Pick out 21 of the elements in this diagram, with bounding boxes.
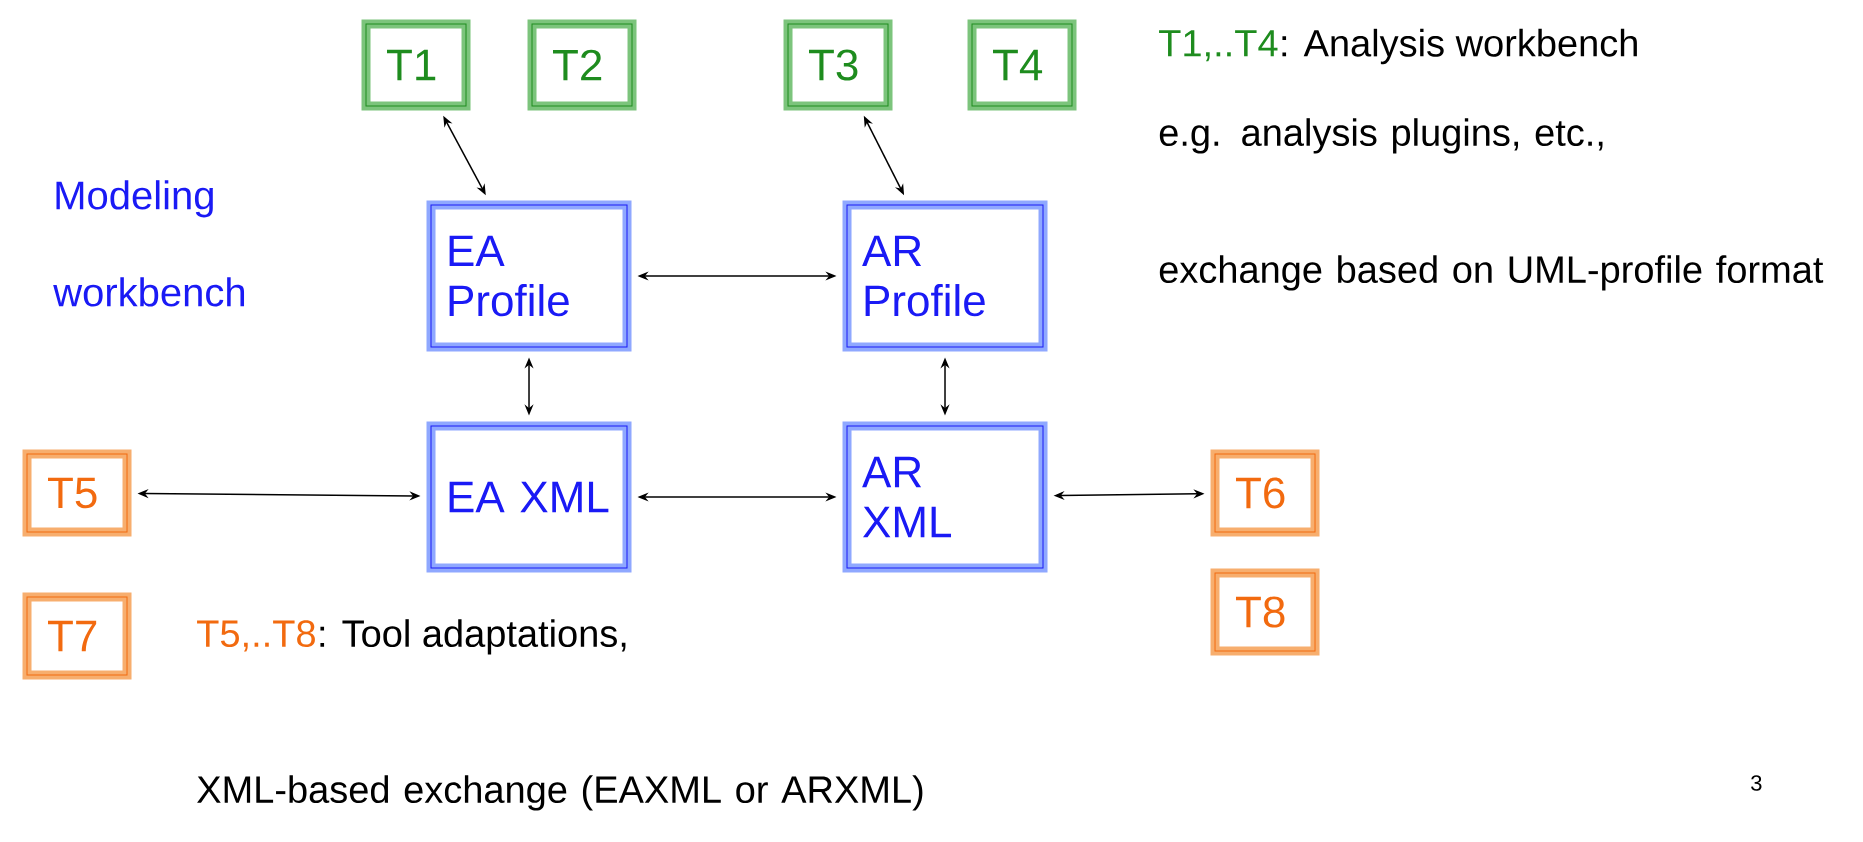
text-label: e.g. analysis plugins, etc., xyxy=(1159,118,1603,154)
text-label: T5,..T8 xyxy=(197,620,315,652)
tool-box: T1 xyxy=(361,19,471,111)
process-box: AR Profile xyxy=(842,200,1048,352)
page-number: 3 xyxy=(1751,775,1762,791)
tool-box: T3 xyxy=(783,19,893,111)
tool-box: T5 xyxy=(22,449,132,537)
tool-box: T2 xyxy=(527,19,637,111)
text-label: exchange based on UML-profile format xyxy=(1159,255,1824,291)
tool-box: T7 xyxy=(22,592,132,680)
tool-box: T8 xyxy=(1210,568,1320,656)
process-box: EA Profile xyxy=(426,200,632,352)
text-label: Modeling workbench xyxy=(53,180,244,307)
process-box: EA XML xyxy=(426,421,632,573)
text-label: XML-based exchange (EAXML or ARXML) xyxy=(197,775,923,811)
text-label: : Analysis workbench xyxy=(1282,28,1637,65)
tool-box: T4 xyxy=(967,19,1077,111)
process-box: AR XML xyxy=(842,421,1048,573)
tool-box: T6 xyxy=(1210,449,1320,537)
text-label: : Tool adaptations, xyxy=(320,619,626,655)
text-label: T1,..T4 xyxy=(1159,30,1278,62)
